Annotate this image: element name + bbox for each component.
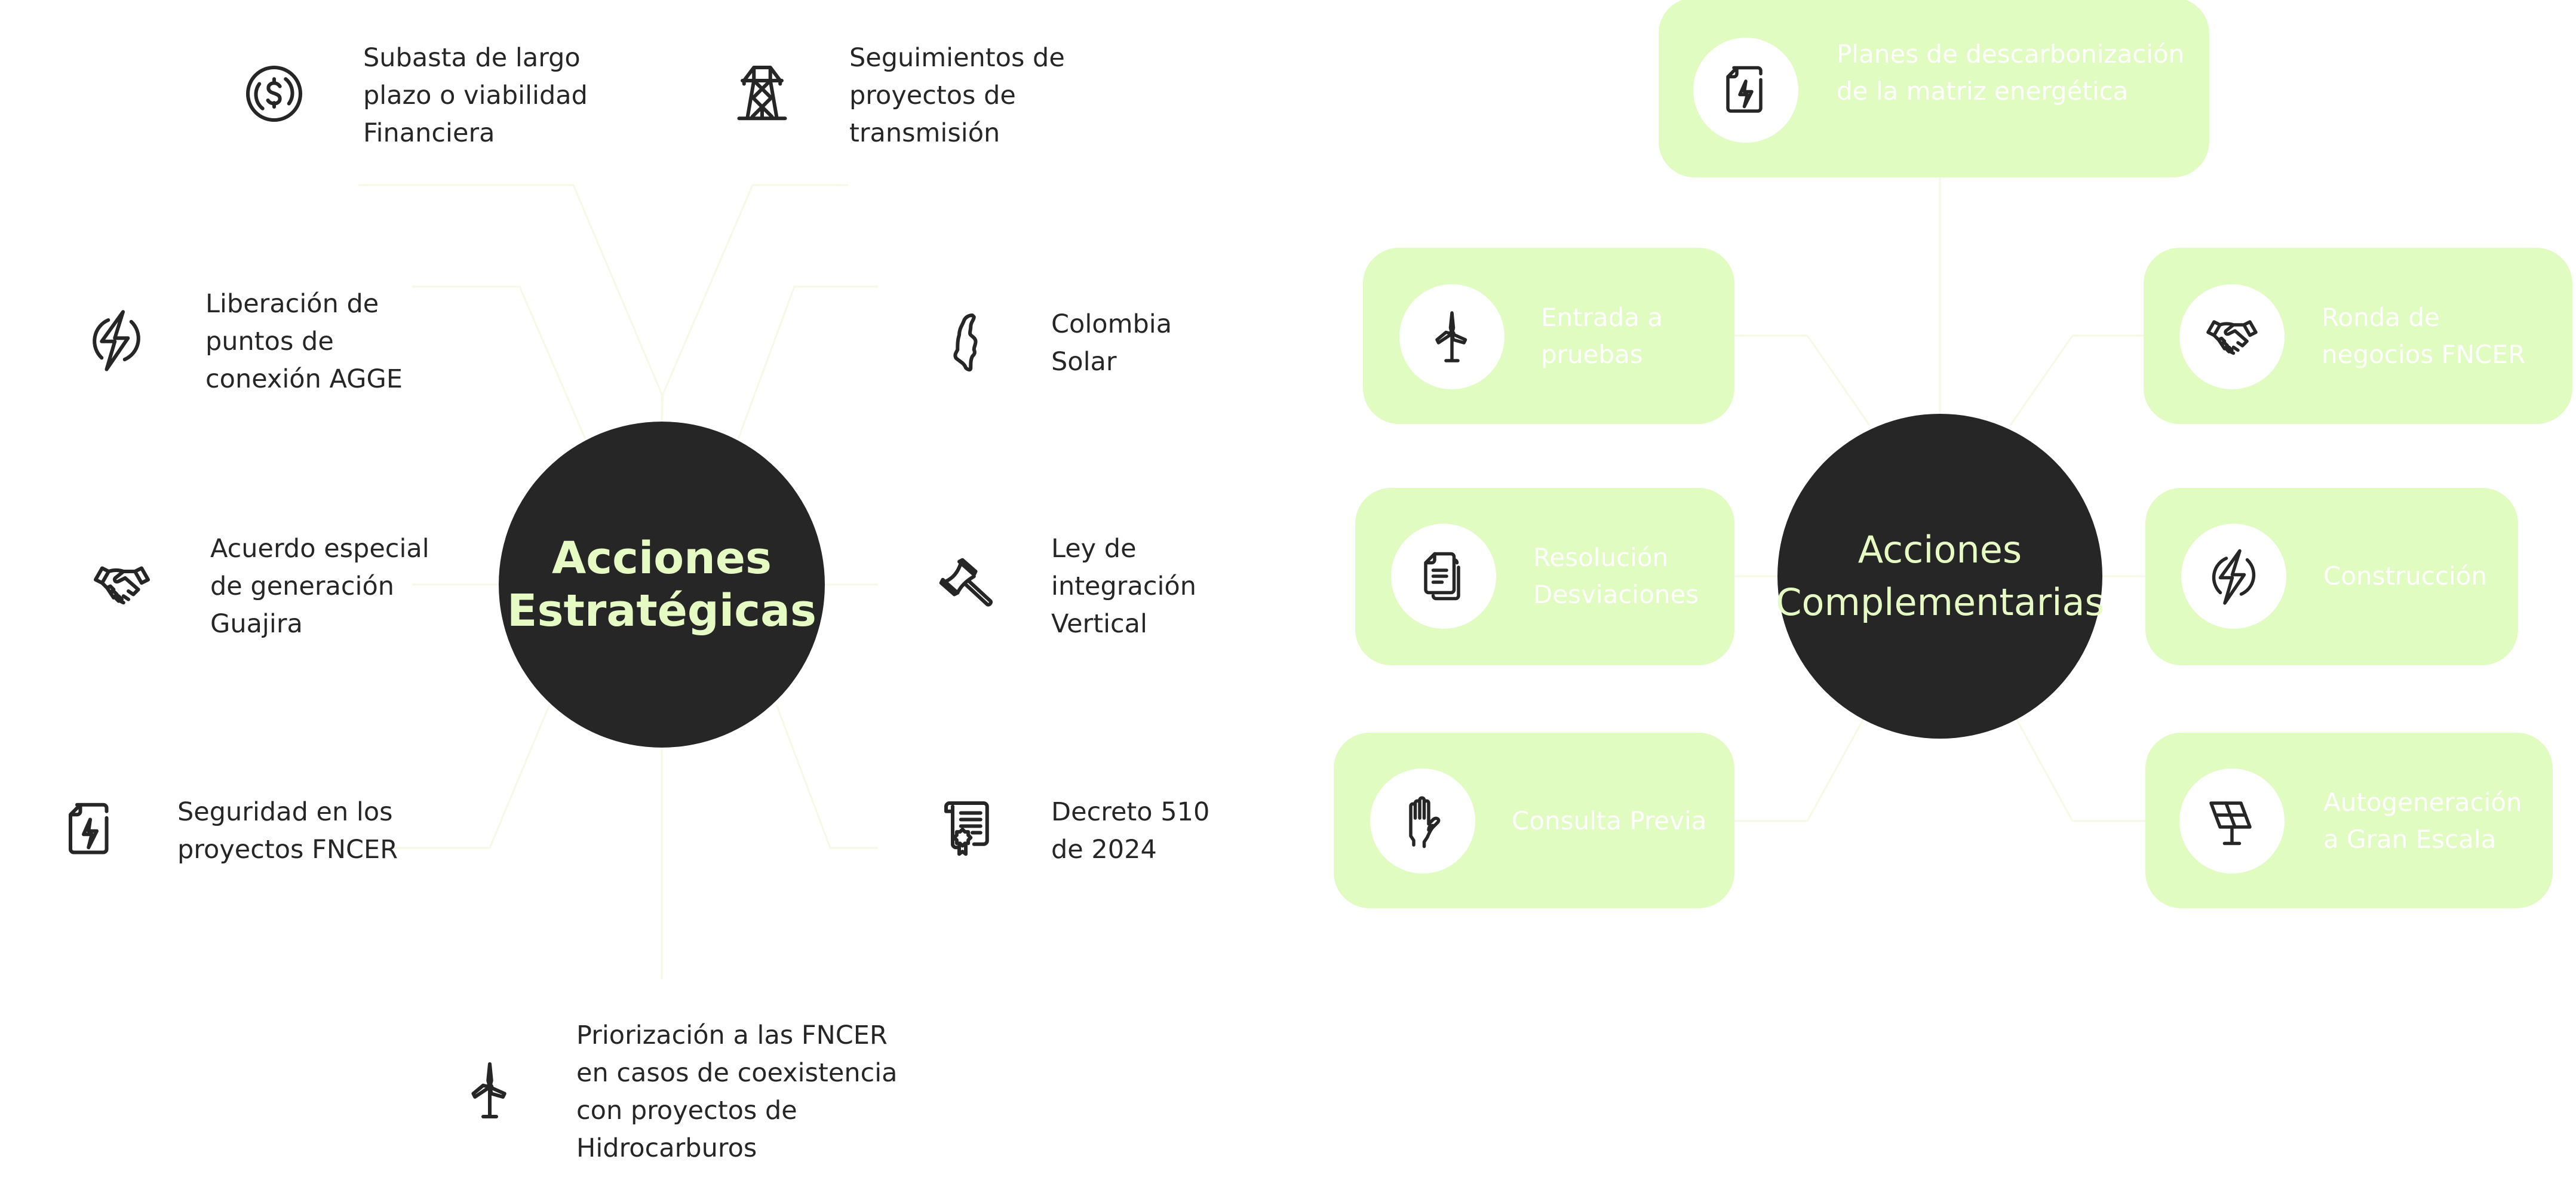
colombia-map-icon (927, 303, 1005, 380)
card-text-line: Entrada a (1541, 303, 1663, 332)
item-text-line: Acuerdo especial (210, 534, 429, 564)
item-text-line: Seguridad en los (177, 797, 393, 827)
power-bolt-icon (78, 301, 155, 379)
item-text-line: Decreto 510 (1051, 797, 1210, 827)
item-text-line: Guajira (210, 609, 303, 639)
hub-title-line: Acciones (1857, 528, 2022, 571)
item-text-line: Priorización a las FNCER (576, 1020, 888, 1050)
item-text-line: Solar (1051, 347, 1117, 377)
item-text-line: de 2024 (1051, 835, 1157, 865)
item-text-line: de generación (210, 571, 395, 601)
item-text-line: Financiera (363, 118, 495, 148)
card-text-line: Desviaciones (1533, 580, 1699, 609)
power-bolt-icon (2181, 524, 2286, 629)
connector-line (388, 704, 551, 849)
card-text-line: Consulta Previa (1512, 806, 1707, 835)
item-text-line: Hidrocarburos (576, 1133, 757, 1163)
wind-turbine-icon (1399, 284, 1505, 389)
item-text-line: con proyectos de (576, 1096, 797, 1126)
documents-icon (1391, 524, 1496, 629)
item-text-line: integración (1051, 571, 1196, 601)
connector-line (775, 704, 878, 849)
energy-document-icon (1693, 38, 1798, 143)
item-text-line: puntos de (205, 327, 334, 356)
card-construccion[interactable]: Construcción (2145, 488, 2518, 665)
item-text-line: Vertical (1051, 609, 1147, 639)
connector-line (2009, 334, 2144, 426)
item-text-line: proyectos FNCER (177, 835, 398, 865)
connector-line (661, 184, 848, 422)
handshake-icon (2179, 284, 2285, 389)
raised-hand-icon (1370, 768, 1475, 874)
connector-line (2015, 718, 2145, 822)
card-ronda-negocios[interactable]: Ronda de negocios FNCER (2144, 248, 2572, 424)
connector-line (412, 285, 587, 439)
hub-acciones-estrategicas[interactable]: Acciones Estratégicas (499, 422, 825, 748)
item-text-line: Seguimientos de (849, 43, 1065, 73)
item-text-line: conexión AGGE (205, 364, 403, 394)
card-text-line: Construcción (2323, 561, 2488, 591)
item-text-line: Subasta de largo (363, 43, 581, 73)
gavel-icon (927, 546, 1005, 623)
hub-title-line: Acciones (551, 533, 772, 584)
card-planes-descarbonizacion[interactable]: Planes de descarbonización de la matriz … (1659, 0, 2209, 177)
card-autogeneracion[interactable]: Autogeneración a Gran Escala (2145, 733, 2553, 908)
connector-line (737, 285, 878, 439)
connector-line (358, 184, 663, 422)
card-text-line: Resolución (1533, 543, 1669, 572)
card-consulta-previa[interactable]: Consulta Previa (1334, 733, 1734, 908)
solar-panel-icon (2179, 768, 2285, 874)
card-text-line: Autogeneración (2323, 788, 2522, 817)
item-text-line: plazo o viabilidad (363, 81, 588, 110)
hub-acciones-complementarias[interactable]: Acciones Complementarias (1776, 414, 2104, 739)
item-text-line: proyectos de (849, 81, 1016, 110)
handshake-icon (83, 546, 161, 623)
card-text-line: de la matriz energética (1837, 76, 2129, 106)
connector-line (1734, 718, 1865, 822)
item-text-line: Liberación de (205, 289, 379, 319)
item-text-line: Ley de (1051, 534, 1137, 564)
dollar-coin-icon (235, 55, 313, 133)
energy-document-icon (51, 791, 129, 868)
card-entrada-pruebas[interactable]: Entrada a pruebas (1363, 248, 1734, 424)
item-text-line: transmisión (849, 118, 1000, 148)
card-text-line: Ronda de (2322, 303, 2440, 332)
card-resolucion-desviaciones[interactable]: Resolución Desviaciones (1355, 488, 1734, 665)
item-text-line: Colombia (1051, 309, 1172, 339)
wind-turbine-icon (451, 1052, 529, 1129)
card-text-line: pruebas (1541, 340, 1643, 369)
card-text-line: negocios FNCER (2322, 340, 2526, 369)
certificate-scroll-icon (927, 791, 1005, 868)
hub-title-line: Complementarias (1776, 580, 2104, 624)
item-text-line: en casos de coexistencia (576, 1058, 898, 1088)
connector-line (1734, 334, 1871, 426)
card-text-line: Planes de descarbonización (1837, 39, 2185, 69)
card-text-line: a Gran Escala (2323, 825, 2497, 854)
hub-title-line: Estratégicas (506, 585, 817, 637)
transmission-tower-icon (723, 55, 801, 133)
